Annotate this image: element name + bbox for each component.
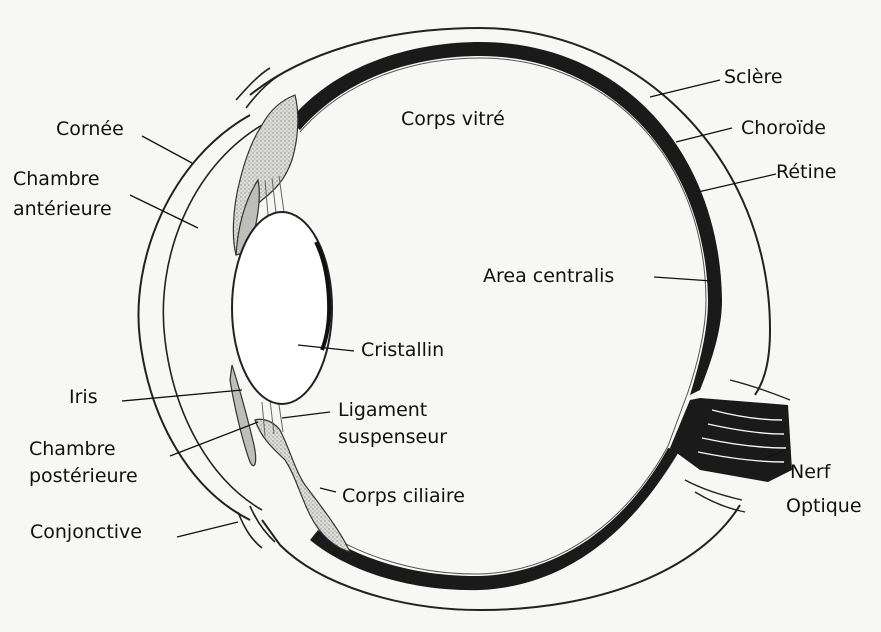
label-corps-vitre: Corps vitré — [401, 108, 505, 131]
label-ligament-line1: Ligament — [338, 399, 427, 422]
label-conjonctive: Conjonctive — [30, 521, 142, 544]
lens — [232, 212, 332, 404]
label-retine: Rétine — [776, 161, 837, 184]
label-chambre-anterieure-line2: antérieure — [13, 198, 112, 221]
label-choroide: Choroïde — [741, 117, 826, 140]
label-nerf-line2: Optique — [786, 495, 862, 518]
label-sclere: Sclère — [724, 66, 783, 89]
label-chambre-anterieure-line1: Chambre — [13, 168, 100, 191]
label-corps-ciliaire: Corps ciliaire — [342, 485, 465, 508]
label-iris: Iris — [69, 386, 98, 409]
label-area-centralis: Area centralis — [483, 265, 614, 288]
label-chambre-posterieure-line1: Chambre — [29, 438, 116, 461]
label-ligament-line2: suspenseur — [338, 426, 447, 449]
label-cristallin: Cristallin — [361, 339, 444, 362]
label-nerf-line1: Nerf — [790, 461, 830, 484]
label-chambre-posterieure-line2: postérieure — [29, 465, 138, 488]
label-cornee: Cornée — [56, 118, 124, 141]
